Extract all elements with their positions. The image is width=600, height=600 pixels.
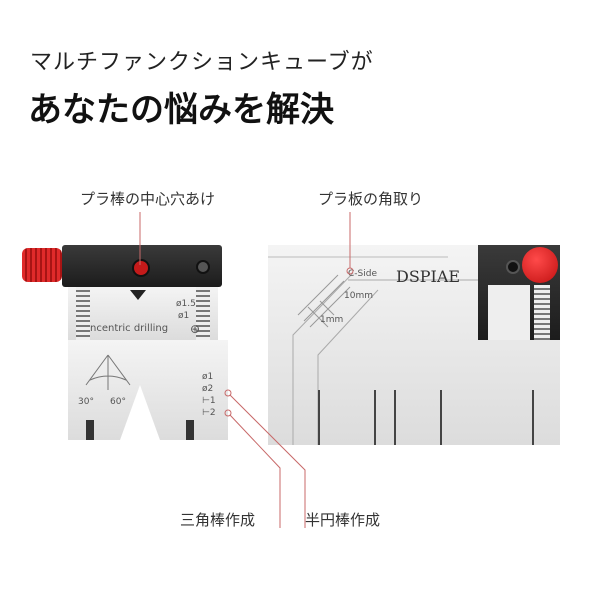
spring — [196, 287, 210, 340]
angle-label: 30° — [78, 397, 94, 407]
dim-label: 1mm — [320, 315, 344, 325]
pointer-icon — [130, 290, 146, 300]
top-block — [62, 245, 222, 287]
left-cube-tool: ø1.5 ø1 ncentric drilling ⊕ 30° 60° ø1 ø… — [20, 245, 235, 445]
chamfer-plate-tool: C-Side DSPIAE 10mm 1mm — [268, 245, 560, 445]
side-label: C-Side — [348, 269, 377, 279]
mark-label: ⊢2 — [202, 408, 216, 418]
size-label: ø1.5 — [176, 299, 196, 309]
spring — [76, 287, 90, 340]
screw-icon — [506, 260, 520, 274]
engraving-text: ncentric drilling — [90, 323, 169, 334]
dim-label: 10mm — [344, 291, 373, 301]
brand-logo: DSPIAE — [396, 267, 461, 286]
lower-plate: 30° 60° ø1 ø2 ⊢1 ⊢2 — [68, 340, 228, 440]
spring — [534, 285, 550, 340]
v-groove — [85, 354, 194, 440]
clamp-window — [488, 285, 530, 340]
red-knob — [522, 247, 558, 283]
headline-line2: あなたの悩みを解決 — [28, 90, 334, 130]
drill-hole-icon — [132, 259, 150, 277]
callout-half-round-rod: 半円棒作成 — [305, 511, 381, 529]
middle-section: ø1.5 ø1 ncentric drilling ⊕ — [68, 287, 218, 340]
callout-chamfer: プラ板の角取り — [318, 190, 424, 208]
mark-label: ø1 — [202, 372, 214, 382]
angle-label: 60° — [110, 397, 126, 407]
callout-center-drilling: プラ棒の中心穴あけ — [80, 190, 216, 208]
size-label: ø1 — [178, 311, 190, 321]
mark-label: ⊢1 — [202, 396, 216, 406]
red-knob — [22, 248, 62, 282]
callout-triangle-rod: 三角棒作成 — [180, 511, 256, 529]
crosshair-icon: ⊕ — [190, 322, 201, 336]
mark-label: ø2 — [202, 384, 214, 394]
screw-icon — [196, 260, 210, 274]
headline-line1: マルチファンクションキューブが — [30, 50, 374, 75]
